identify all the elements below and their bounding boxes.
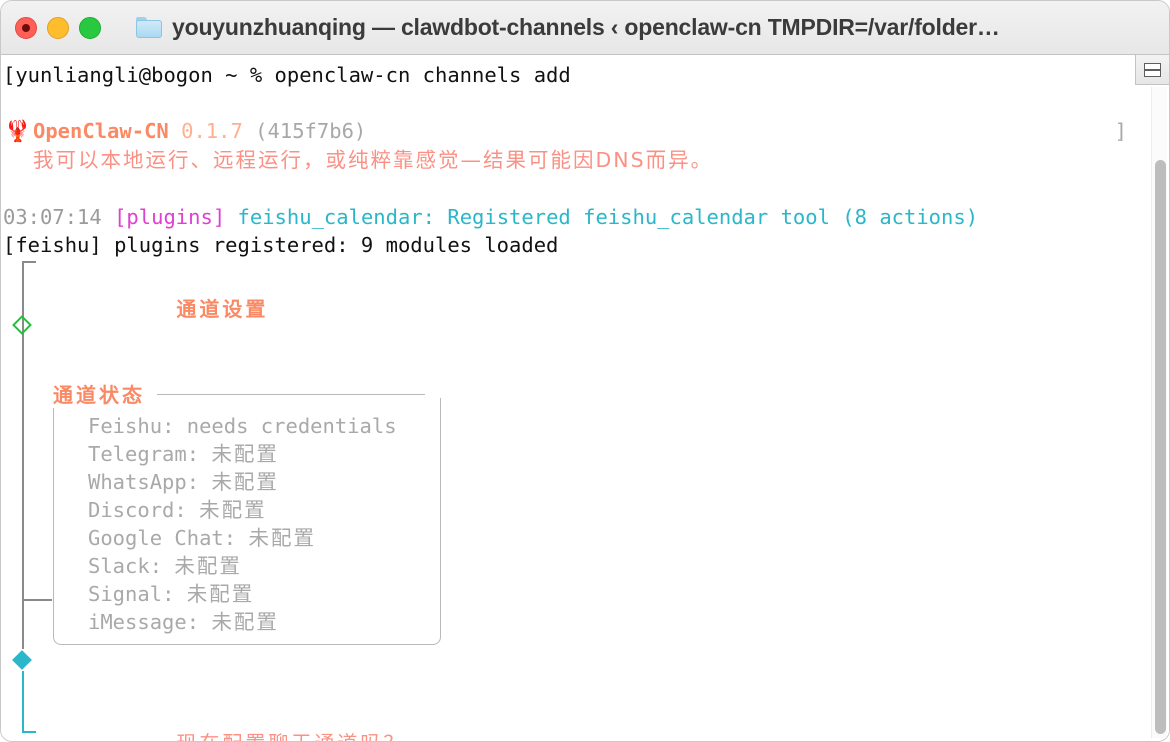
- app-commit: (415f7b6): [255, 119, 367, 143]
- plugin-log-line: 03:07:14 [plugins] feishu_calendar: Regi…: [3, 203, 1129, 231]
- status-box-top-rule: [157, 394, 425, 395]
- section-title: 通道设置: [176, 297, 269, 321]
- prompt-text: [yunliangli@bogon ~ % openclaw-cn channe…: [3, 63, 571, 87]
- banner-line: 🦞 OpenClaw-CN 0.1.7 (415f7b6): [3, 117, 1129, 146]
- setup-flow: 通道设置 通道状态 Feishu: needs credentials Tele…: [3, 261, 1129, 741]
- status-row-name: WhatsApp: [88, 470, 187, 494]
- status-row-value: 未配置: [211, 442, 279, 466]
- status-row-value: 未配置: [211, 610, 279, 634]
- window-controls: [1, 16, 101, 39]
- status-row-name: Telegram: [88, 442, 187, 466]
- status-row-value: 未配置: [174, 554, 242, 578]
- status-row-value: 未配置: [211, 470, 279, 494]
- title-container: youyunzhuanqing — clawdbot-channels ‹ op…: [1, 1, 1169, 54]
- terminal-content: [yunliangli@bogon ~ % openclaw-cn channe…: [1, 55, 1129, 741]
- scrollbar-thumb[interactable]: [1155, 160, 1166, 734]
- minimize-button[interactable]: [47, 16, 69, 39]
- app-version: 0.1.7: [181, 119, 243, 143]
- question-row: 现在配置聊天通道吗？: [3, 701, 1129, 741]
- channel-status-box: Feishu: needs credentials Telegram: 未配置 …: [53, 398, 441, 645]
- tree-tee: [22, 599, 52, 601]
- section-title-row: 通道设置: [3, 261, 1129, 351]
- status-row: Feishu: needs credentials: [88, 414, 397, 438]
- status-row-name: Discord: [88, 498, 175, 522]
- status-row: Telegram: 未配置: [88, 442, 279, 466]
- prompt-right-bracket: ]: [1114, 119, 1127, 143]
- tree-corner-bottom: [22, 731, 36, 733]
- status-row: iMessage: 未配置: [88, 610, 279, 634]
- close-button[interactable]: [15, 16, 37, 39]
- tree-corner-top: [22, 261, 36, 263]
- lobster-icon: 🦞: [4, 119, 32, 143]
- app-name: OpenClaw-CN: [33, 119, 169, 143]
- status-row-value: 未配置: [186, 582, 255, 606]
- prompt-line: [yunliangli@bogon ~ % openclaw-cn channe…: [3, 61, 1129, 89]
- banner-tagline-line: 我可以本地运行、远程运行，或纯粹靠感觉—结果可能因DNS而异。: [3, 146, 1129, 175]
- status-row-name: Slack: [88, 554, 150, 578]
- status-row: Google Chat: 未配置: [88, 526, 316, 550]
- status-row-name: Feishu: [88, 414, 163, 438]
- terminal-body[interactable]: ] [yunliangli@bogon ~ % openclaw-cn chan…: [1, 55, 1169, 741]
- status-row-value: needs credentials: [186, 414, 397, 438]
- status-row-name: Google Chat: [88, 526, 224, 550]
- log-message: feishu_calendar: Registered feishu_calen…: [237, 205, 979, 229]
- maximize-button[interactable]: [79, 16, 101, 39]
- status-row-name: iMessage: [88, 610, 187, 634]
- status-row: Discord: 未配置: [88, 498, 267, 522]
- tree-vertical-line-cyan: [22, 671, 24, 733]
- scrollbar[interactable]: [1151, 87, 1167, 738]
- status-row: Signal: 未配置: [88, 582, 255, 606]
- feishu-log-line: [feishu] plugins registered: 9 modules l…: [3, 231, 1129, 259]
- status-row-value: 未配置: [248, 526, 316, 550]
- log-timestamp: 03:07:14: [3, 205, 102, 229]
- status-row: Slack: 未配置: [88, 554, 242, 578]
- window-title: youyunzhuanqing — clawdbot-channels ‹ op…: [172, 14, 1000, 40]
- log-second-line: [feishu] plugins registered: 9 modules l…: [3, 233, 559, 257]
- status-title: 通道状态: [53, 383, 145, 407]
- status-row-value: 未配置: [199, 498, 267, 522]
- folder-icon: [136, 17, 162, 38]
- status-title-row: 通道状态: [3, 379, 1129, 408]
- app-tagline: 我可以本地运行、远程运行，或纯粹靠感觉—结果可能因DNS而异。: [33, 148, 714, 172]
- status-row: WhatsApp: 未配置: [88, 470, 279, 494]
- tree-vertical-line: [22, 261, 24, 599]
- title-bar[interactable]: youyunzhuanqing — clawdbot-channels ‹ op…: [1, 1, 1169, 55]
- question-text: 现在配置聊天通道吗？: [176, 731, 406, 741]
- split-pane-icon[interactable]: [1135, 55, 1169, 85]
- status-row-name: Signal: [88, 582, 163, 606]
- tree-vertical-line-lower: [22, 599, 24, 649]
- log-tag: [plugins]: [114, 205, 226, 229]
